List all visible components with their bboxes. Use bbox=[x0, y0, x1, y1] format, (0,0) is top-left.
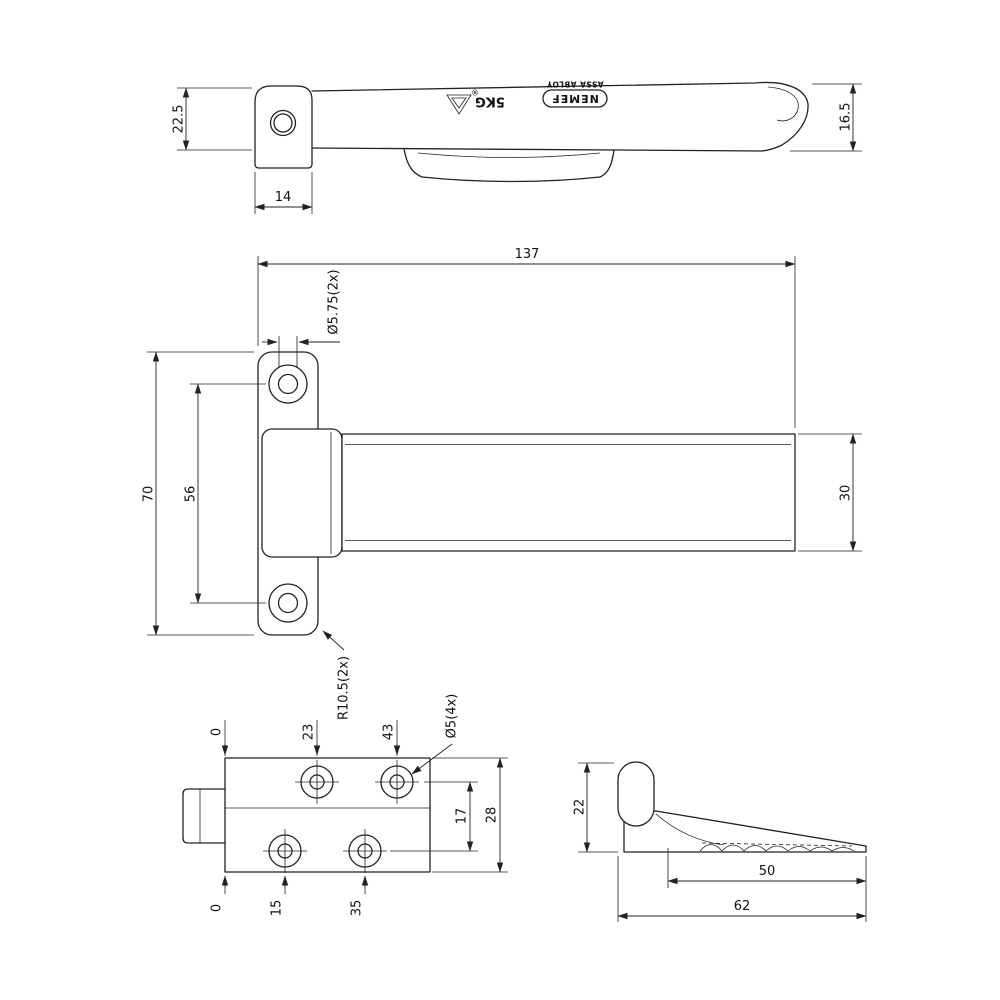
dim-keeper-side-height-text: 22 bbox=[573, 799, 588, 816]
keeper-hole-c-inner bbox=[277, 843, 293, 859]
dim-keeper-height-text: 28 bbox=[485, 807, 500, 824]
keeper-tab-outline bbox=[182, 788, 226, 844]
dim-ramp-length-text: 50 bbox=[759, 864, 776, 879]
pivot-hole-outer bbox=[269, 109, 297, 137]
dim-corner-radius-leader bbox=[322, 630, 345, 651]
hole-crosshairs bbox=[263, 760, 419, 873]
plate-hole-top-inner bbox=[277, 373, 299, 395]
wedge-bump-inner-arc bbox=[417, 152, 601, 158]
dim-hole-dia-text: Ø5.75(2x) bbox=[327, 269, 342, 334]
plate-hole-top-outer bbox=[268, 364, 308, 404]
arm-fold-lines bbox=[345, 444, 791, 541]
brand-name: NEMEF bbox=[551, 92, 599, 105]
dim-corner-radius-text: R10.5(2x) bbox=[337, 656, 352, 720]
dim-keeper-hole-dia-text: Ø5(4x) bbox=[445, 694, 460, 739]
dims-hinge-side: 22.5 14 16.5 bbox=[172, 83, 862, 214]
ordinate-top-0-text: 0 bbox=[210, 728, 225, 736]
brand-parent-name: ASSA ABLOY bbox=[546, 80, 603, 89]
load-rating-label: 5KG bbox=[475, 94, 505, 109]
hinge-knuckle-side-outline bbox=[254, 85, 313, 169]
load-rating-triangle-icon bbox=[446, 94, 472, 115]
hinge-arm-side-outline bbox=[311, 81, 809, 152]
view-hinge-side: ® 5KG NEMEF ASSA ABLOY bbox=[254, 80, 809, 183]
hinge-tip-curl-line bbox=[767, 86, 799, 122]
keeper-plate-outline bbox=[224, 757, 431, 873]
dims-keeper-side: 22 50 62 bbox=[573, 762, 867, 922]
keeper-serrations bbox=[699, 844, 855, 852]
keeper-hole-b-inner bbox=[389, 774, 405, 790]
ordinate-top-43-text: 43 bbox=[382, 724, 397, 741]
keeper-side-extension-lines bbox=[578, 762, 867, 922]
dim-hole-spacing-text: 56 bbox=[184, 486, 199, 503]
dim-keeper-hole-dia-leader bbox=[411, 743, 453, 775]
dim-height-left-text: 22.5 bbox=[172, 105, 187, 134]
keeper-extension-lines-right bbox=[390, 757, 508, 873]
dim-arm-width-text: 30 bbox=[839, 485, 854, 502]
ordinate-bottom-35-text: 35 bbox=[350, 900, 365, 917]
dim-plate-height-text: 70 bbox=[142, 486, 157, 503]
dim-knuckle-width-text: 14 bbox=[275, 190, 292, 205]
view-keeper-plan bbox=[182, 757, 431, 873]
plate-hole-bottom-inner bbox=[277, 592, 299, 614]
dims-keeper-plan: 0 23 43 Ø5(4x) 17 28 0 15 35 bbox=[210, 694, 508, 917]
dim-keeper-length-text: 62 bbox=[734, 899, 751, 914]
keeper-hole-d-outer bbox=[348, 834, 382, 868]
keeper-tongue-outline bbox=[617, 761, 655, 827]
knuckle-plan-outline bbox=[261, 428, 343, 558]
keeper-hole-a-outer bbox=[300, 765, 334, 799]
pivot-hole-inner bbox=[273, 113, 293, 133]
registered-mark: ® bbox=[471, 88, 479, 97]
ordinate-bottom-0-text: 0 bbox=[210, 904, 225, 912]
arm-plan-outline bbox=[341, 433, 796, 552]
view-keeper-side bbox=[617, 761, 867, 853]
dim-height-right-text: 16.5 bbox=[839, 103, 854, 132]
brand-logo-box bbox=[542, 89, 608, 108]
keeper-blend-curve bbox=[655, 813, 725, 846]
wedge-bump-outline bbox=[403, 148, 615, 183]
load-rating-triangle-inner-icon bbox=[451, 97, 467, 109]
ordinate-bottom-15-text: 15 bbox=[270, 900, 285, 917]
dim-length-text: 137 bbox=[515, 247, 540, 262]
keeper-hole-a-inner bbox=[309, 774, 325, 790]
keeper-hole-c-outer bbox=[268, 834, 302, 868]
view-hinge-plan bbox=[257, 351, 796, 636]
dim-row-spacing-text: 17 bbox=[455, 808, 470, 825]
dims-hinge-plan: 137 70 56 30 Ø5.75(2x) R10.5(2x) bbox=[142, 247, 862, 720]
plate-hole-bottom-outer bbox=[268, 583, 308, 623]
keeper-hole-b-outer bbox=[380, 765, 414, 799]
ordinate-top-23-text: 23 bbox=[302, 724, 317, 741]
keeper-ordinate-lines-bottom bbox=[224, 876, 366, 894]
side-extension-lines bbox=[177, 83, 862, 214]
keeper-hole-d-inner bbox=[357, 843, 373, 859]
plan-extension-lines bbox=[147, 256, 862, 636]
